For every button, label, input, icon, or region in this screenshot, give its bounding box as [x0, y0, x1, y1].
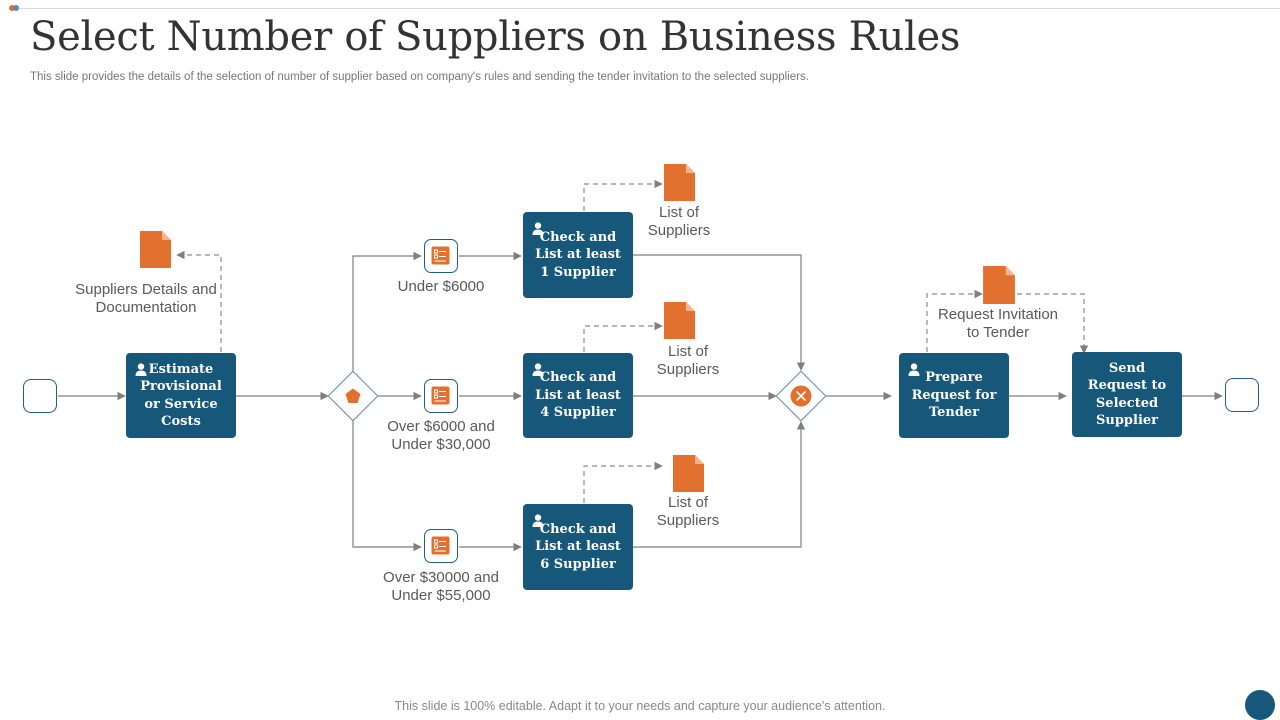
form-icon: [431, 246, 450, 265]
user-icon: [532, 222, 544, 235]
assoc-estimate-to-doc: [176, 250, 222, 352]
node-send-label: Send Request to Selected Supplier: [1087, 360, 1167, 429]
node-check-1-supplier: Check and List at least 1 Supplier: [523, 212, 633, 298]
assoc-prepare-to-doc: [926, 289, 983, 352]
flow-gateway-branch-bottom: [352, 421, 422, 552]
document-icon-suppliers-details: [140, 231, 171, 268]
node-check-6-supplier: Check and List at least 6 Supplier: [523, 504, 633, 590]
node-estimate: Estimate Provisional or Service Costs: [126, 353, 236, 438]
footer-note: This slide is 100% editable. Adapt it to…: [394, 699, 886, 713]
label-suppliers-details: Suppliers Details and Documentation: [75, 281, 217, 316]
form-icon-under-6000: [424, 239, 458, 273]
label-under-6000: Under $6000: [397, 278, 485, 295]
node-estimate-label: Estimate Provisional or Service Costs: [140, 361, 222, 430]
page-subtitle: This slide provides the details of the s…: [30, 71, 809, 83]
document-icon-list4: [664, 302, 695, 339]
flow-gateway-branch-top: [352, 251, 422, 371]
user-icon: [532, 363, 544, 376]
label-list-suppliers-1: List of Suppliers: [647, 204, 711, 239]
user-icon: [135, 363, 147, 376]
assoc-doc-to-send: [1017, 293, 1089, 354]
flow-check1-to-merge: [633, 254, 806, 371]
form-icon: [431, 536, 450, 555]
node-prepare-request: Prepare Request for Tender: [899, 353, 1009, 438]
accent-dot-orange: [9, 5, 15, 11]
end-event: [1225, 378, 1259, 412]
label-list-suppliers-4: List of Suppliers: [656, 343, 720, 378]
top-rule: [18, 8, 1280, 9]
form-icon: [431, 386, 450, 405]
accent-dot-blue: [13, 5, 19, 11]
x-circle-icon: [790, 385, 812, 407]
user-icon: [908, 363, 920, 376]
node-send-request: Send Request to Selected Supplier: [1072, 352, 1182, 437]
node-prepare-label: Prepare Request for Tender: [911, 370, 997, 421]
page-title: Select Number of Suppliers on Business R…: [30, 14, 961, 60]
corner-badge: [1245, 690, 1275, 720]
label-over-6000: Over $6000 and Under $30,000: [387, 418, 495, 453]
node-check4-label: Check and List at least 4 Supplier: [535, 370, 621, 421]
user-icon: [532, 514, 544, 527]
node-check-4-supplier: Check and List at least 4 Supplier: [523, 353, 633, 438]
form-icon-over-6000: [424, 379, 458, 413]
assoc-check6-to-list: [583, 461, 663, 503]
document-icon-list1: [664, 164, 695, 201]
label-list-suppliers-6: List of Suppliers: [656, 494, 720, 529]
form-icon-over-30000: [424, 529, 458, 563]
document-icon-request-invitation: [983, 266, 1015, 304]
node-check1-label: Check and List at least 1 Supplier: [535, 229, 621, 280]
label-over-30000: Over $30000 and Under $55,000: [383, 569, 499, 604]
start-event: [23, 379, 57, 413]
document-icon-list6: [673, 455, 704, 492]
flow-check6-to-merge: [633, 421, 806, 548]
label-request-invitation: Request Invitation to Tender: [937, 306, 1059, 341]
assoc-check1-to-list: [583, 179, 663, 211]
pentagon-icon: [345, 388, 361, 403]
node-check6-label: Check and List at least 6 Supplier: [535, 521, 621, 572]
